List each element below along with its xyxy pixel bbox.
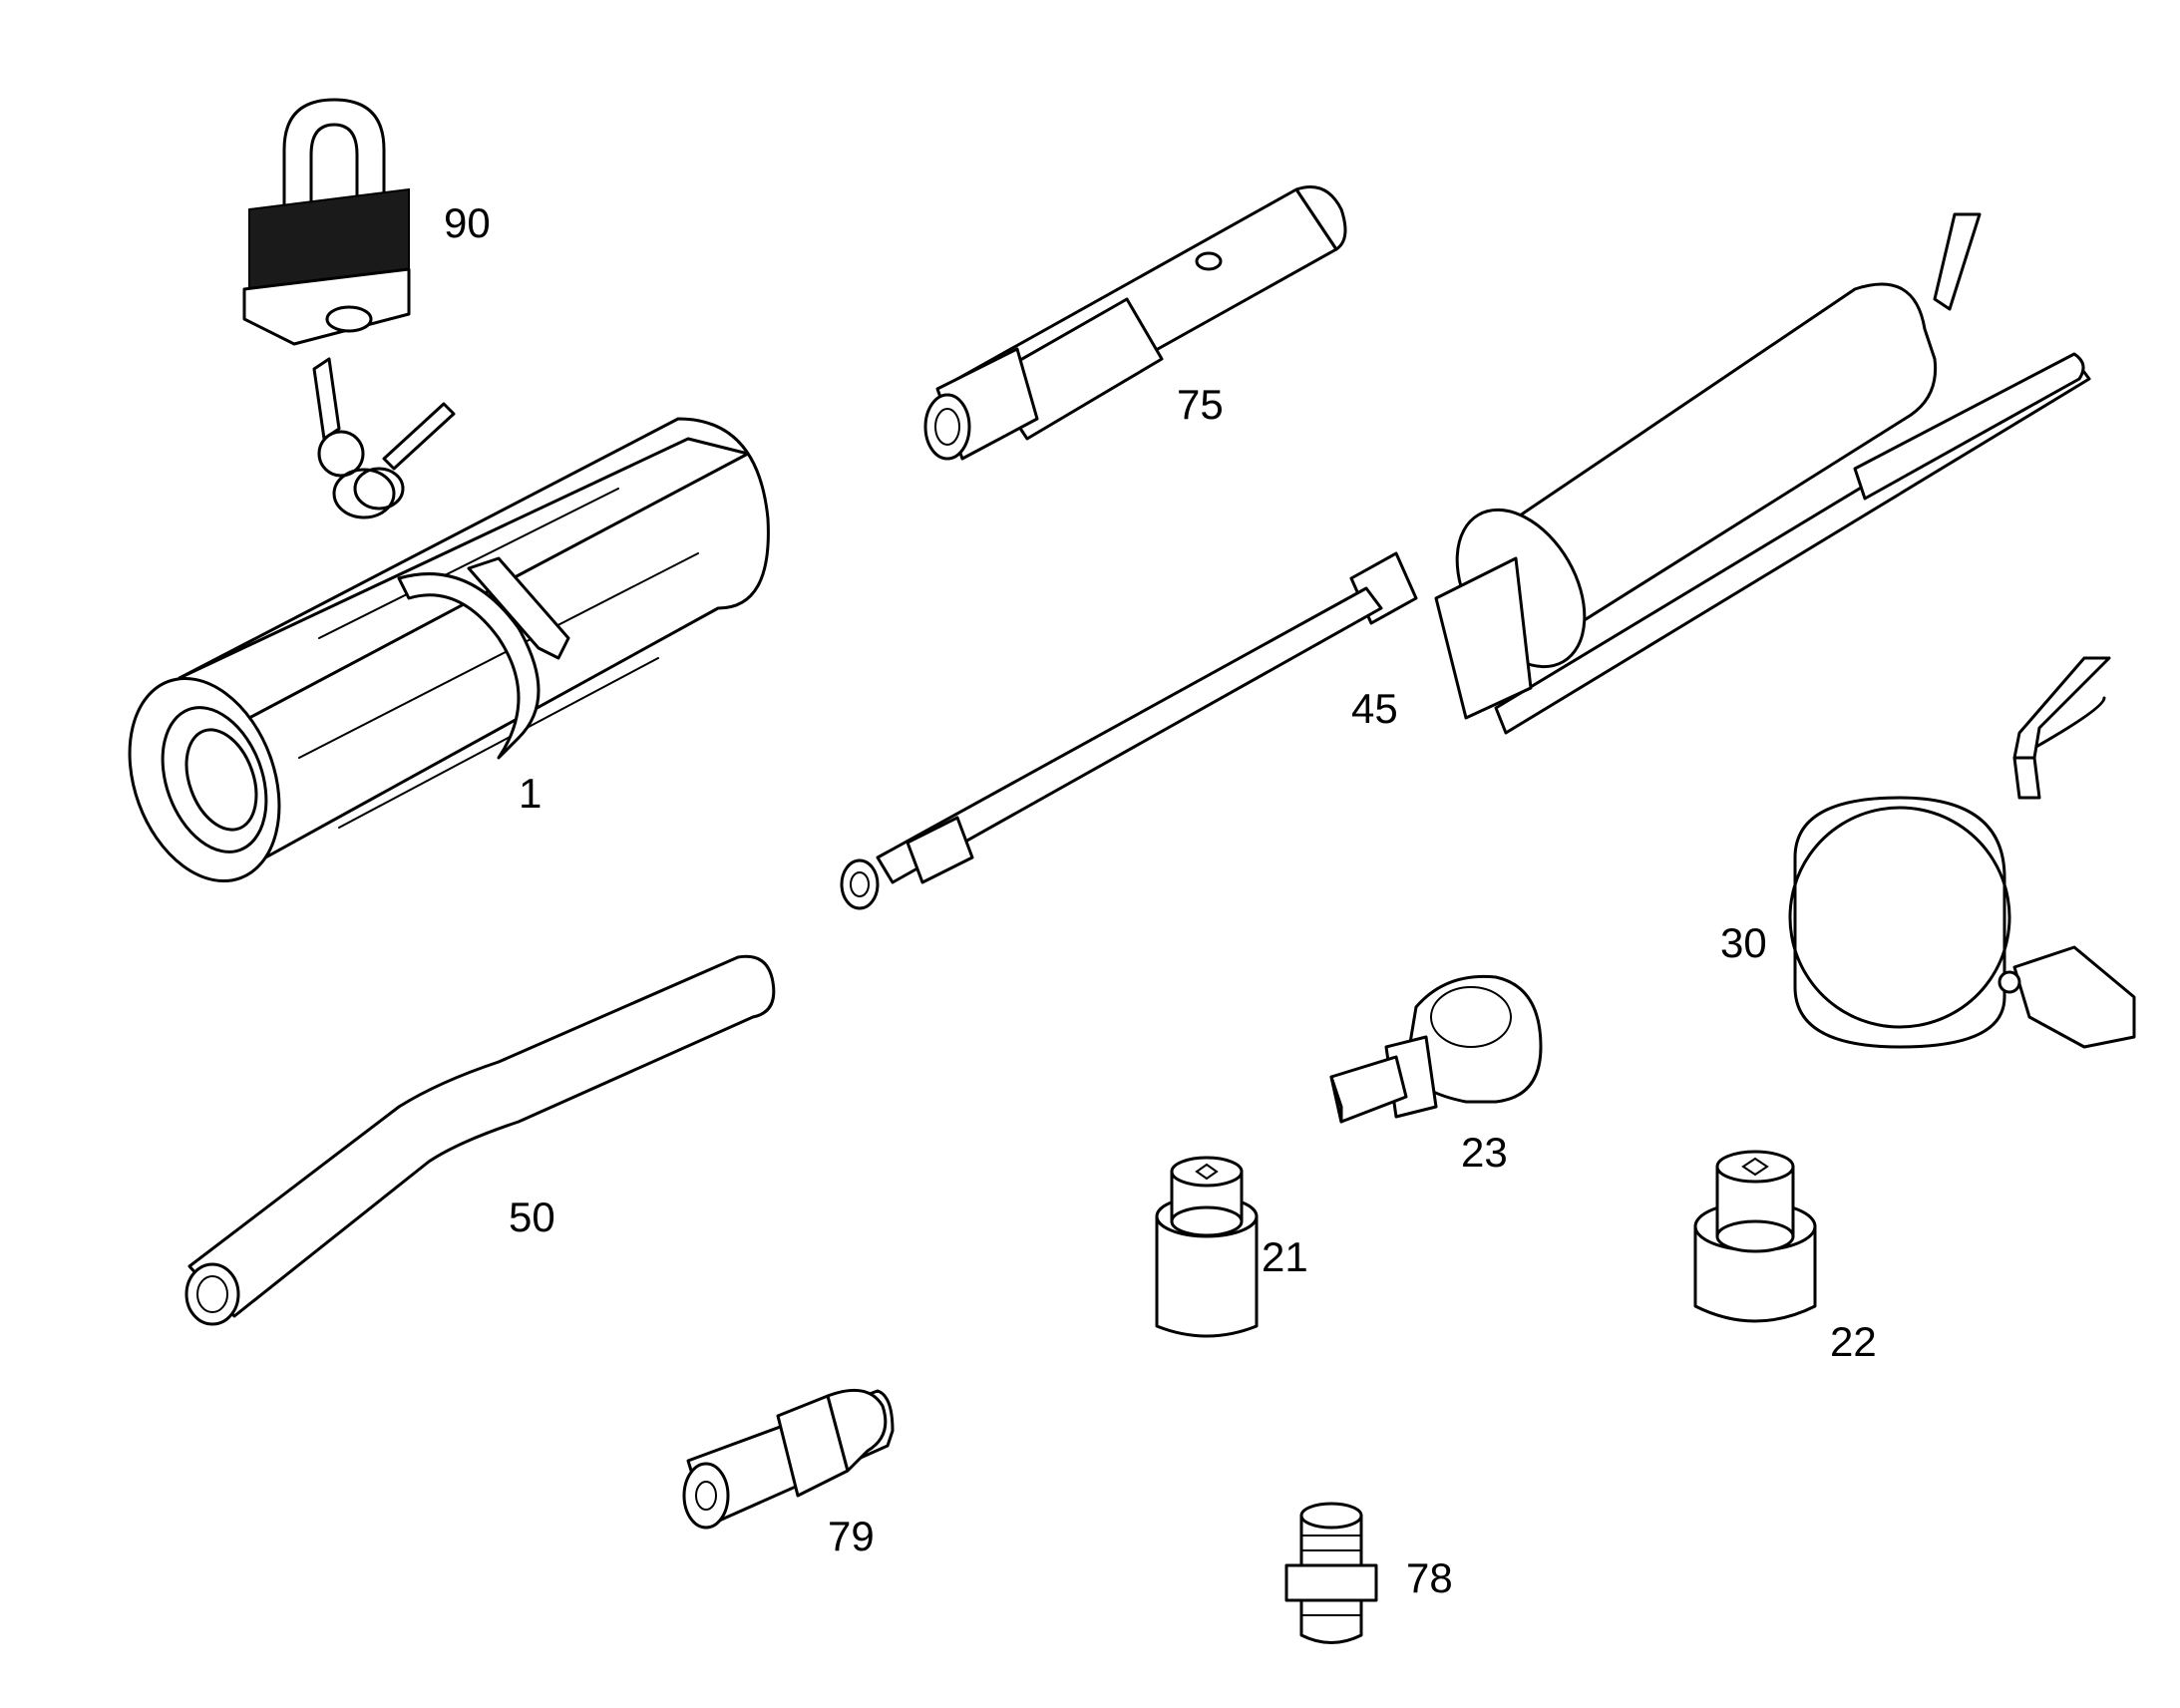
part-label-1: 1	[519, 770, 542, 817]
padlock-icon	[242, 98, 411, 346]
tool-roll-icon	[128, 417, 770, 883]
large-socket-icon	[1693, 1150, 1817, 1323]
filter-wrench-icon	[1788, 656, 2136, 1049]
part-label-23: 23	[1461, 1129, 1508, 1176]
part-label-30: 30	[1720, 919, 1767, 966]
socket-drive-icon	[1329, 974, 1543, 1124]
part-label-90: 90	[444, 199, 491, 246]
key-icon	[312, 357, 456, 519]
part-label-75: 75	[1177, 381, 1224, 428]
part-label-22: 22	[1830, 1318, 1877, 1365]
part-label-45: 45	[1351, 685, 1398, 732]
small-socket-icon	[1155, 1156, 1259, 1338]
part-label-78: 78	[1406, 1554, 1453, 1601]
part-label-79: 79	[828, 1513, 875, 1559]
part-label-21: 21	[1262, 1233, 1308, 1280]
grease-gun-icon	[840, 212, 2091, 910]
part-label-50: 50	[509, 1194, 555, 1240]
fitting-icon	[1284, 1502, 1378, 1644]
coupler-icon	[682, 1388, 895, 1530]
tube-icon	[184, 954, 776, 1326]
adapter-icon	[923, 185, 1347, 461]
